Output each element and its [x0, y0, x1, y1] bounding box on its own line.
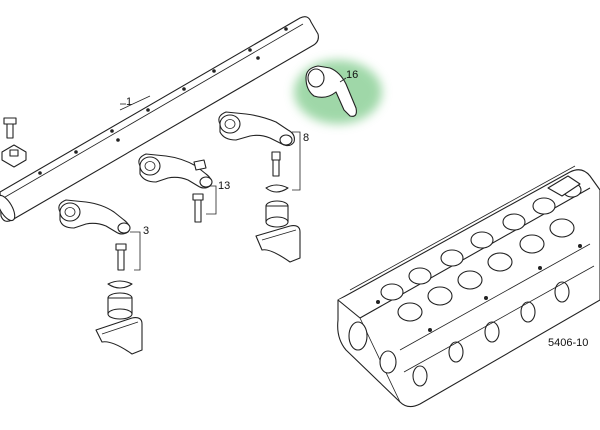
label-part-1: 1 — [126, 96, 133, 108]
adjusting-screw-3 — [107, 243, 133, 320]
cylinder-head — [337, 165, 600, 408]
label-brackets — [120, 77, 347, 271]
adjusting-screw-13 — [192, 193, 204, 223]
adjusting-screw-8 — [265, 151, 289, 228]
diagram-reference-code: 5406-10 — [548, 337, 589, 349]
rocker-shaft — [0, 16, 319, 222]
bracket-highlight — [294, 60, 382, 124]
valve-bridge-8 — [255, 225, 301, 263]
clamp-bolt — [1, 117, 27, 168]
valve-bridge-3 — [95, 317, 143, 355]
rocker-arm-3 — [58, 199, 131, 235]
rocker-arm-8 — [218, 111, 295, 147]
label-part-13: 13 — [218, 180, 231, 192]
rocker-arm-13 — [138, 153, 213, 189]
label-part-8: 8 — [303, 132, 310, 144]
label-part-3: 3 — [143, 225, 150, 237]
label-part-16: 16 — [346, 69, 359, 81]
